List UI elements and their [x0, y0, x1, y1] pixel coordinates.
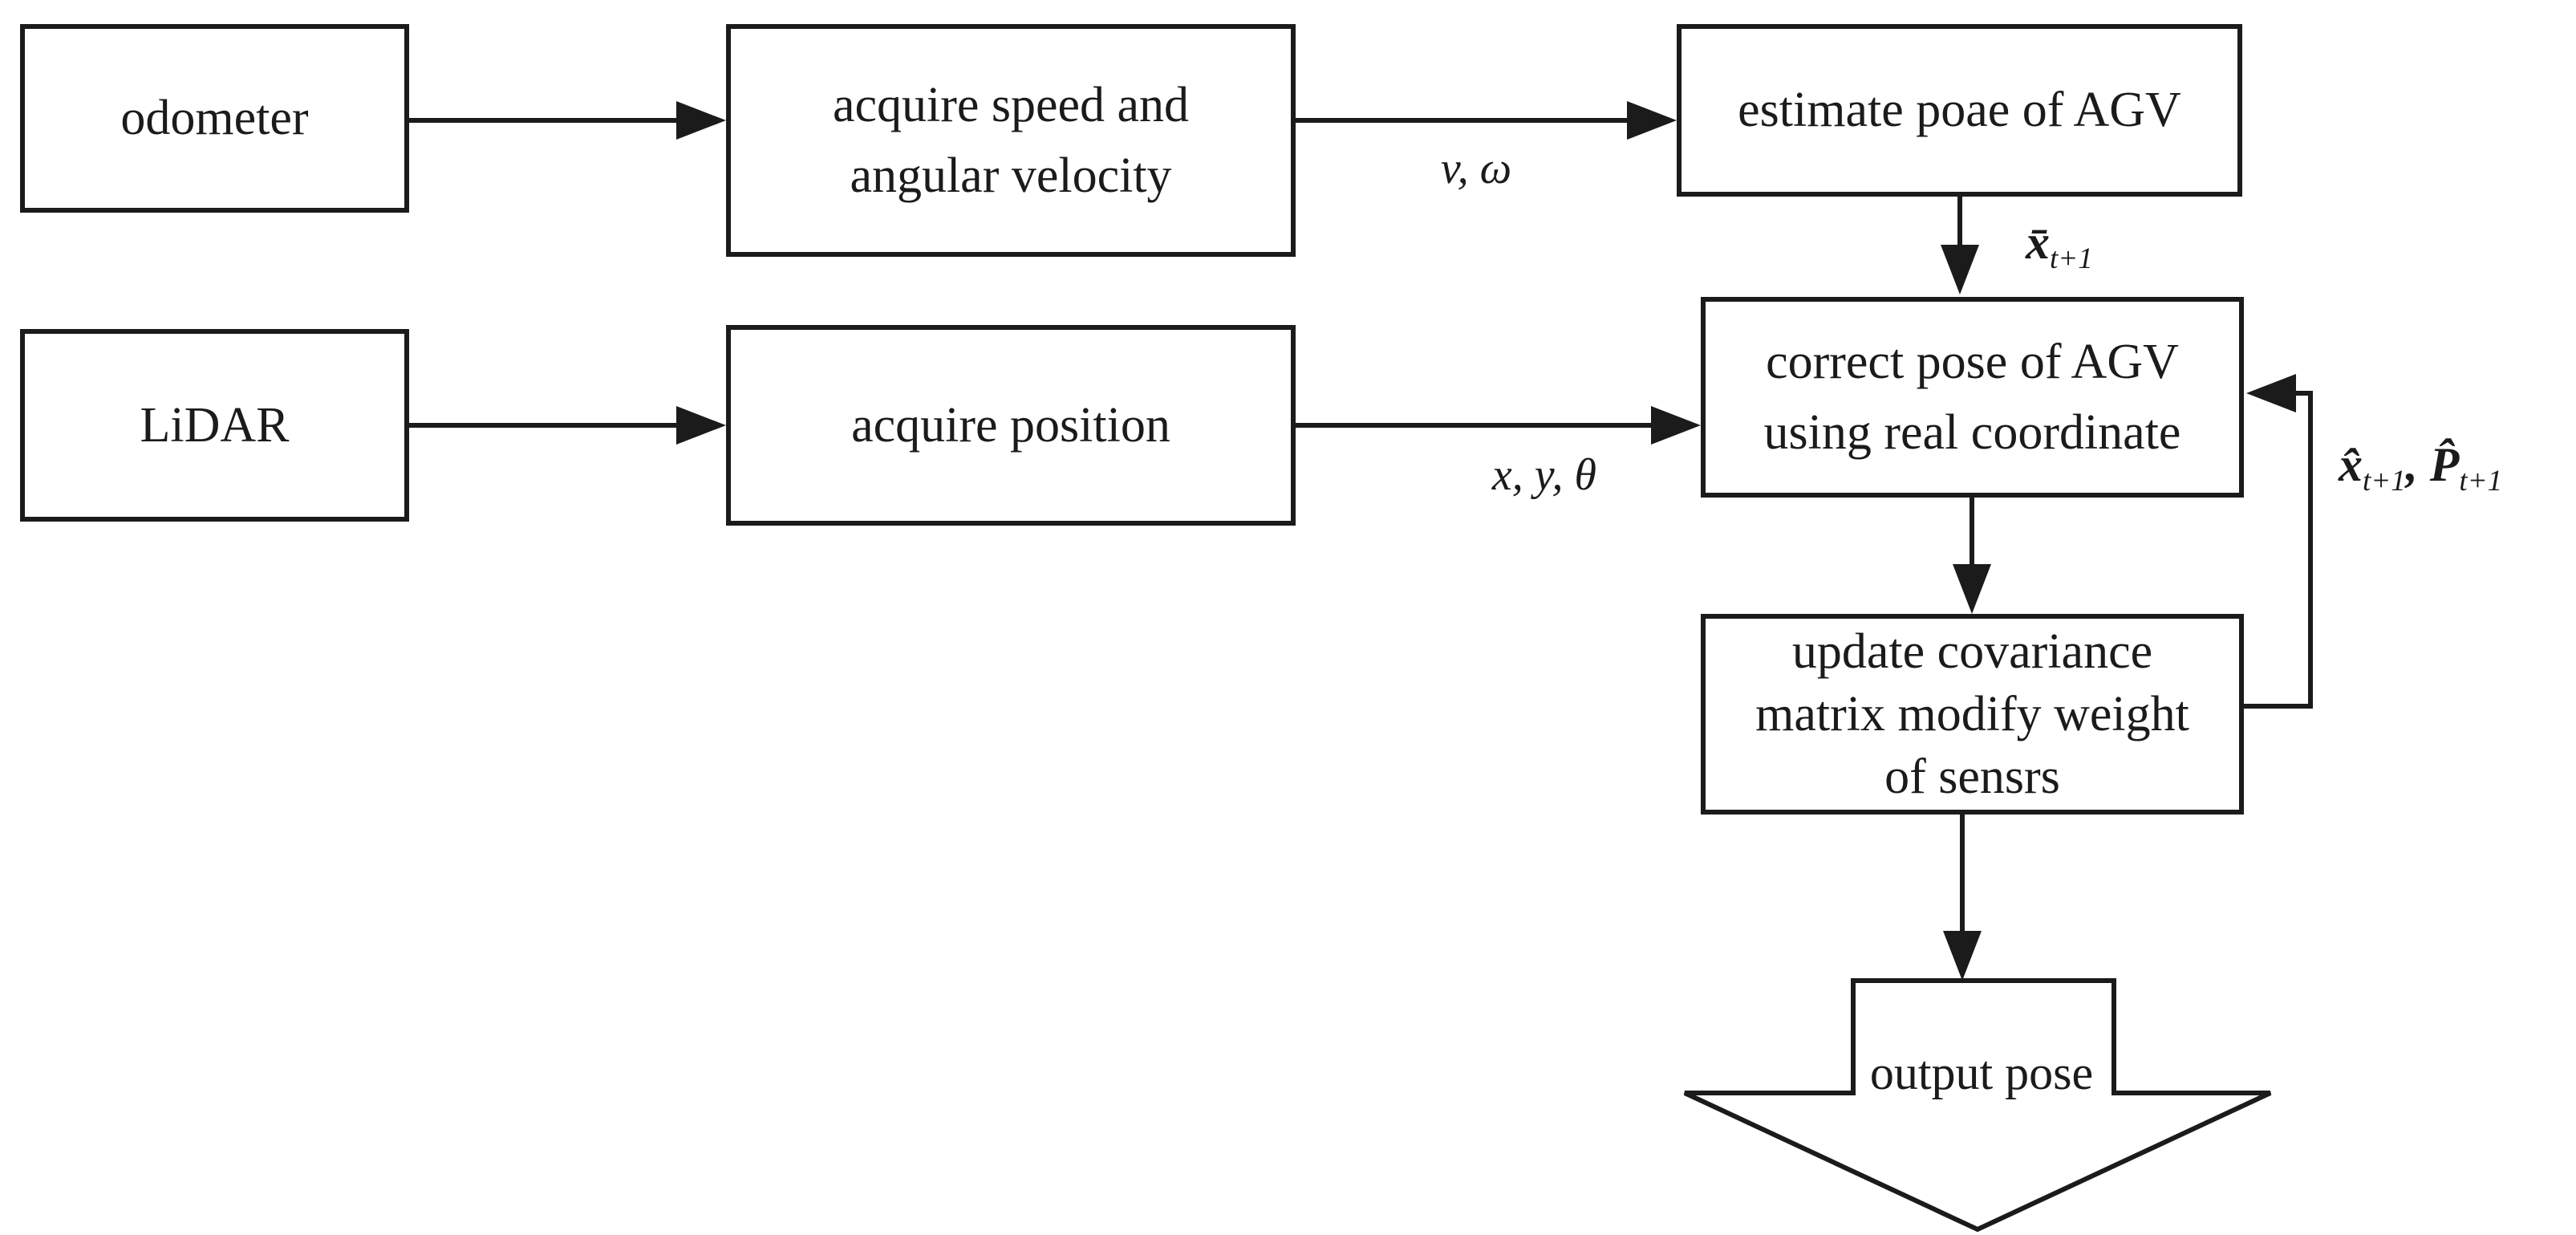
output-pose-text: output pose — [1869, 1046, 2094, 1099]
node-odometer-label: odometer — [120, 91, 309, 146]
arrowhead-into-acquire-position — [676, 406, 726, 445]
label-xbar-subscript: t+1 — [2050, 242, 2093, 275]
output-pose-arrow-shape — [1683, 978, 2272, 1233]
label-xbar-base: x̄ — [2026, 216, 2050, 269]
node-update-covariance-label: update covariance matrix modify weight o… — [1755, 624, 2189, 805]
node-acquire-speed-label: acquire speed and angular velocity — [832, 77, 1190, 203]
node-odometer: odometer — [20, 24, 409, 213]
label-xbar-t1: x̄t+1 — [2026, 215, 2093, 275]
label-x-y-theta: x, y, θ — [1412, 449, 1677, 501]
label-phat-subscript: t+1 — [2459, 464, 2503, 498]
node-acquire-speed: acquire speed and angular velocity — [726, 24, 1296, 257]
label-x-y-theta-text: x, y, θ — [1491, 450, 1597, 500]
arrowhead-into-update — [1953, 564, 1991, 614]
label-v-omega: v, ω — [1364, 143, 1588, 194]
node-output-pose-label: output pose — [1805, 1046, 2158, 1101]
arrowhead-into-correct-top — [1941, 245, 1979, 295]
label-phat-base: P̂ — [2429, 438, 2460, 491]
node-lidar: LiDAR — [20, 329, 409, 522]
label-v-omega-text: v, ω — [1440, 144, 1512, 193]
node-acquire-position-label: acquire position — [851, 397, 1170, 453]
edge-feedback-loop — [2244, 391, 2313, 709]
node-correct-pose-label: correct pose of AGV using real coordinat… — [1763, 334, 2181, 460]
arrowhead-into-acquire-speed — [676, 101, 726, 140]
node-acquire-position: acquire position — [726, 325, 1296, 526]
label-xhat-subscript: t+1 — [2363, 464, 2406, 498]
arrowhead-into-estimate — [1627, 101, 1677, 140]
arrowhead-into-output — [1943, 931, 1982, 981]
arrowhead-into-correct-left — [1651, 406, 1701, 445]
arrowhead-feedback-into-correct — [2246, 374, 2296, 412]
node-update-covariance: update covariance matrix modify weight o… — [1701, 614, 2244, 815]
label-xhat-phat: x̂t+1, P̂t+1 — [2339, 437, 2502, 498]
label-xhat-base: x̂ — [2339, 438, 2363, 491]
node-correct-pose: correct pose of AGV using real coordinat… — [1701, 297, 2244, 498]
node-lidar-label: LiDAR — [140, 397, 290, 453]
node-estimate-pose-label: estimate poae of AGV — [1738, 83, 2181, 138]
label-separator: , — [2405, 438, 2430, 491]
node-estimate-pose: estimate poae of AGV — [1677, 24, 2242, 197]
